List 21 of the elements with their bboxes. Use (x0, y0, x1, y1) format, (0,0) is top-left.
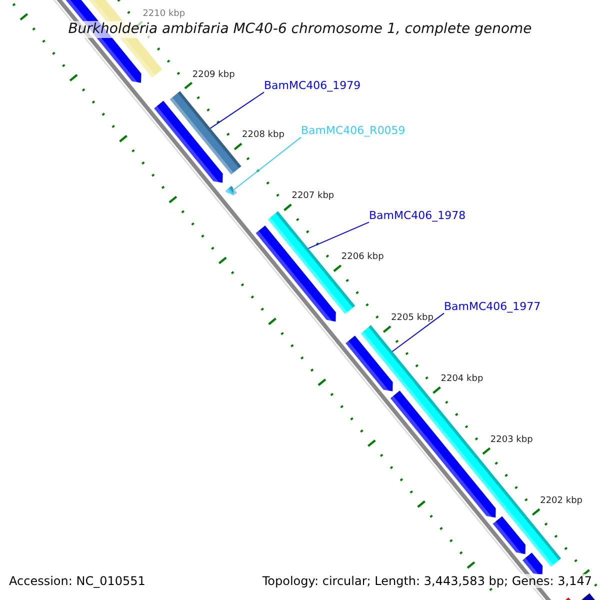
leader-line (392, 312, 444, 352)
gene-bar (170, 91, 242, 174)
scale-label: 2207 kbp (292, 191, 334, 202)
gene-label: BamMC406_R0059 (301, 124, 406, 138)
scale-label: 2209 kbp (192, 70, 235, 80)
leader-line (210, 92, 264, 129)
scale-label: 2208 kbp (242, 130, 284, 142)
leader-line (308, 222, 370, 249)
info-text: Accession: NC_010551 (9, 574, 146, 588)
gene-bar (225, 186, 238, 198)
scale-label: 2203 kbp (490, 435, 533, 446)
gene-label: BamMC406_1977 (444, 300, 541, 314)
gene-label: BamMC406_1978 (369, 209, 466, 222)
scale-label: 2202 kbp (540, 496, 582, 507)
scale-label: 2206 kbp (341, 252, 384, 264)
gene-bar (360, 325, 562, 567)
scale-label: 2204 kbp (440, 374, 484, 385)
gene-label: BamMC406_1979 (264, 79, 361, 92)
leader-line (234, 136, 302, 190)
scale-label: 2205 kbp (391, 313, 434, 324)
scale-label: 2210 kbp (142, 8, 186, 20)
